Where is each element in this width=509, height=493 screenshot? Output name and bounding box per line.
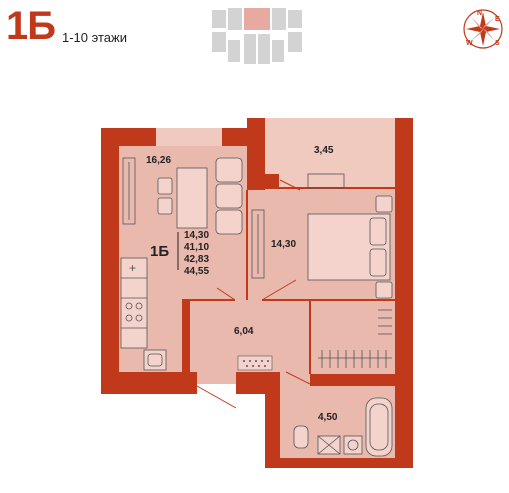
area-value-2: 41,10 — [184, 242, 209, 253]
wardrobe — [318, 309, 392, 368]
walls — [101, 118, 413, 468]
compass-w: W — [466, 40, 473, 47]
kitchen-balcony — [156, 128, 222, 146]
wardrobe-area — [310, 302, 395, 374]
balcony-area-label: 3,45 — [314, 145, 334, 156]
living-area-value: 14,30 — [184, 230, 209, 241]
balcony-area — [265, 118, 395, 188]
compass-e: E — [495, 16, 500, 23]
doors — [196, 179, 311, 409]
apartment-type-label: 1Б — [150, 243, 169, 260]
compass-icon: N E S W — [463, 9, 503, 49]
floor-key-plan — [212, 8, 302, 64]
hall-area — [182, 300, 310, 384]
apartment-type-title: 1Б — [6, 4, 56, 48]
bedroom-furniture — [251, 173, 393, 299]
total-area-value: 44,55 — [184, 266, 209, 277]
shoe-rack — [237, 355, 273, 371]
compass-s: S — [495, 40, 500, 47]
compass-n: N — [477, 10, 482, 17]
kitchen-area-label: 16,26 — [146, 155, 171, 166]
hall-area-label: 6,04 — [234, 326, 254, 337]
area-value-3: 42,83 — [184, 254, 209, 265]
bathroom-fixtures — [293, 397, 393, 457]
bedroom-area-label: 14,30 — [271, 239, 296, 250]
plus-icon: + — [129, 261, 136, 275]
floors-label: 1-10 этажи — [62, 30, 127, 45]
kitchen-furniture — [120, 157, 243, 371]
active-section — [244, 8, 270, 30]
bathroom-area-label: 4,50 — [318, 412, 338, 423]
